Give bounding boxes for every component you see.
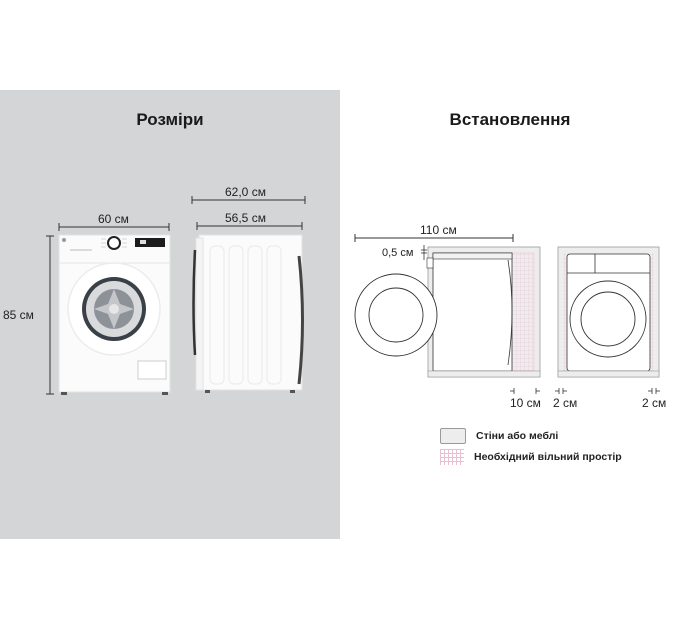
washer-side-view bbox=[192, 234, 304, 393]
rear-gap-label: 10 см bbox=[510, 396, 541, 410]
installation-title: Встановлення bbox=[449, 110, 571, 129]
free-space-swatch-icon bbox=[440, 449, 464, 465]
legend-item-wall: Стіни або меблі bbox=[440, 428, 558, 444]
width-dimension-line bbox=[58, 223, 170, 231]
installation-panel: Встановлення bbox=[340, 90, 680, 539]
installation-drawing bbox=[354, 234, 660, 394]
door-open-depth-label: 110 см bbox=[420, 223, 457, 237]
width-label: 60 см bbox=[98, 212, 129, 226]
depth-body-dimension-line bbox=[196, 222, 303, 230]
right-gap-label: 2 см bbox=[642, 396, 667, 410]
left-gap-label: 2 см bbox=[553, 396, 578, 410]
front-installation-view bbox=[557, 246, 660, 378]
legend-label-free-space: Необхідний вільний простір bbox=[474, 451, 622, 463]
legend-label-wall: Стіни або меблі bbox=[476, 430, 559, 442]
dimensions-drawing bbox=[46, 196, 306, 395]
legend-item-free-space: Необхідний вільний простір bbox=[440, 449, 622, 465]
wall-swatch-icon bbox=[440, 428, 466, 444]
depth-total-label: 62,0 см bbox=[225, 185, 266, 199]
dimensions-panel: Розміри bbox=[0, 90, 340, 539]
gap-markers bbox=[510, 388, 660, 394]
side-installation-view bbox=[354, 246, 541, 378]
depth-total-dimension-line bbox=[191, 196, 306, 204]
dimensions-title: Розміри bbox=[136, 110, 204, 129]
height-dimension-line bbox=[46, 235, 54, 395]
top-gap-marker bbox=[421, 245, 427, 260]
depth-body-label: 56,5 см bbox=[225, 211, 266, 225]
washer-front-view bbox=[58, 234, 171, 395]
top-gap-label: 0,5 см bbox=[382, 247, 414, 259]
height-label: 85 см bbox=[3, 308, 34, 322]
door-open-dimension-line bbox=[354, 234, 514, 242]
